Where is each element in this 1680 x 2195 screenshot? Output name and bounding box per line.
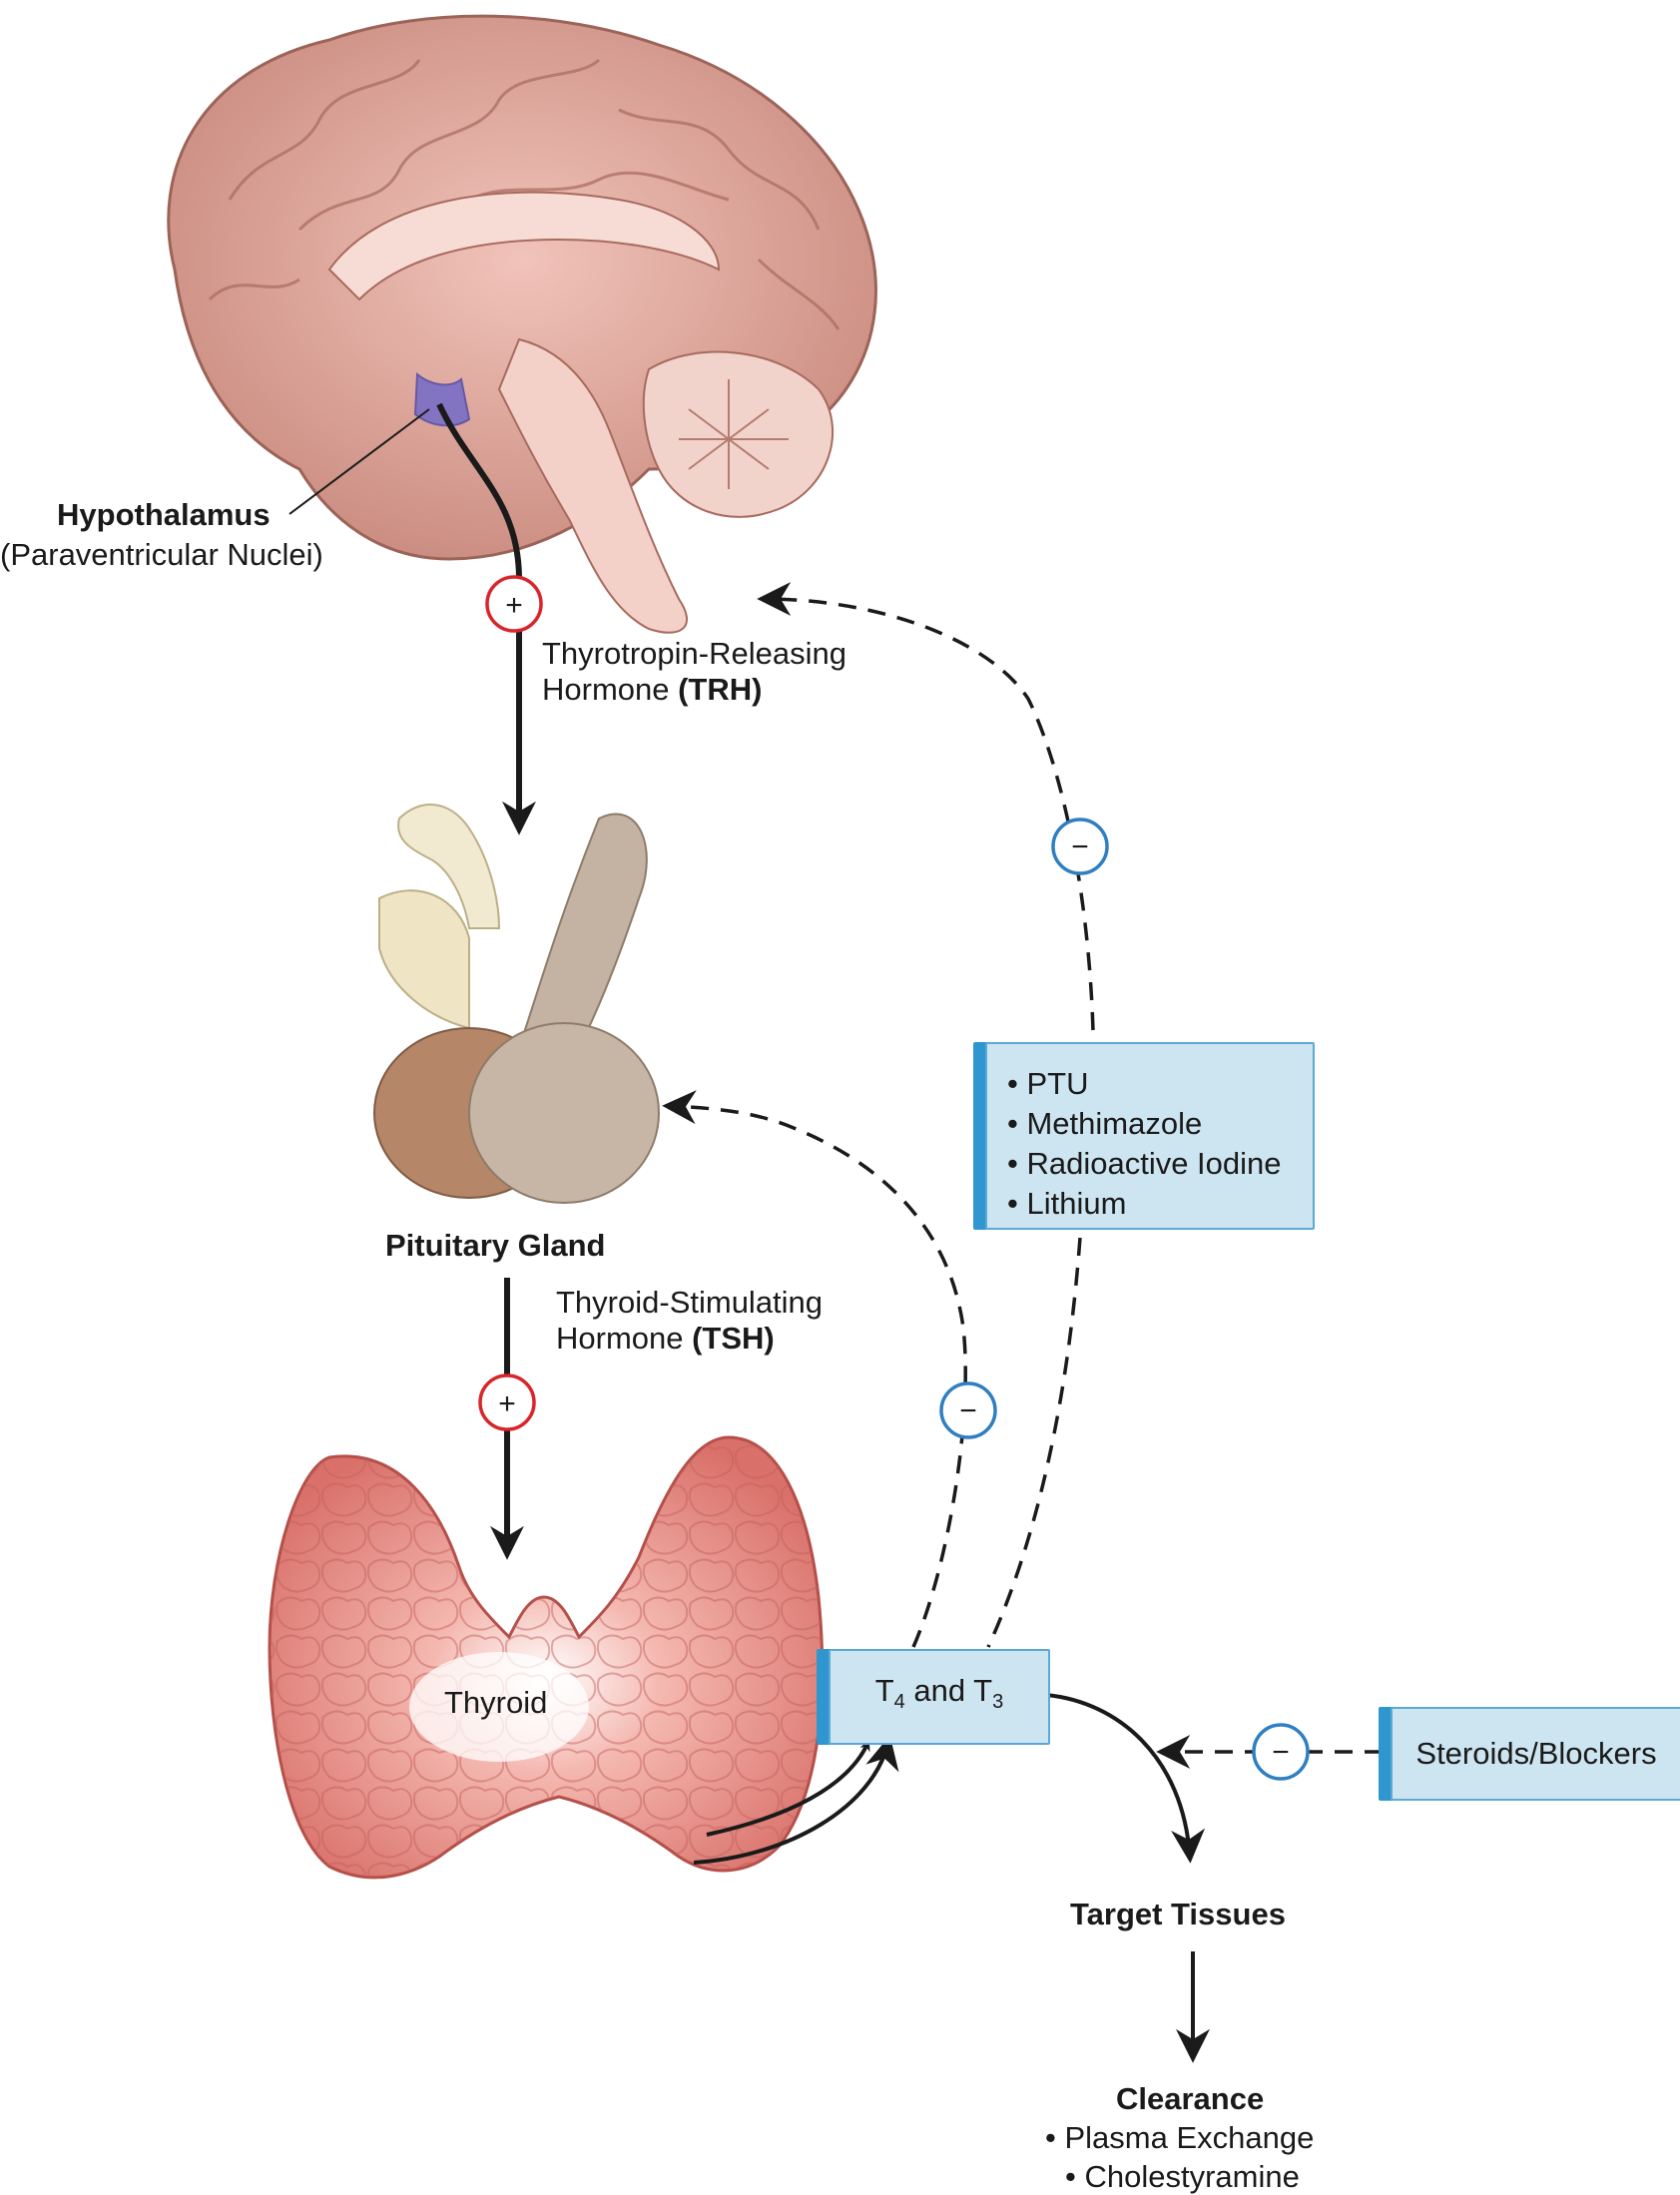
- hypothalamus-region: [413, 371, 471, 427]
- tsh-label: Thyroid-Stimulating Hormone (TSH): [556, 1285, 823, 1357]
- antithyroid-drugs-box: • PTU • Methimazole • Radioactive Iodine…: [985, 1042, 1315, 1230]
- inhibit-sign-pituitary: −: [939, 1381, 997, 1439]
- svg-text:−: −: [1272, 1736, 1290, 1769]
- clearance-title: Clearance: [1116, 2081, 1265, 2116]
- hypothalamus-label: Hypothalamus: [57, 497, 271, 532]
- trh-arrow: [436, 402, 536, 835]
- drug-item-ptu: • PTU: [1007, 1066, 1089, 1101]
- clearance-item-plasma-exchange: • Plasma Exchange: [1045, 2120, 1315, 2155]
- inhibit-sign-hypothalamus: −: [1051, 818, 1109, 875]
- trh-label: Thyrotropin-Releasing Hormone (TRH): [542, 636, 846, 708]
- inhibit-sign-steroids: −: [1252, 1723, 1310, 1781]
- drug-item-methimazole: • Methimazole: [1007, 1106, 1203, 1141]
- stimulate-sign-tsh: +: [478, 1373, 536, 1431]
- drug-item-lithium: • Lithium: [1007, 1186, 1127, 1221]
- tsh-label-line2: Hormone (TSH): [556, 1321, 775, 1356]
- tsh-label-line1: Thyroid-Stimulating: [556, 1285, 824, 1320]
- pituitary-label: Pituitary Gland: [385, 1228, 606, 1263]
- drugs-to-hormones-dash: [986, 1237, 1082, 1648]
- steroids-blockers-box: Steroids/Blockers: [1391, 1707, 1680, 1801]
- trh-label-line2: Hormone (TRH): [542, 672, 763, 707]
- hormones-to-target-arrow: [1045, 1693, 1206, 1864]
- steroids-blockers-label: Steroids/Blockers: [1415, 1736, 1657, 1771]
- t4-t3-box: T4 and T3: [829, 1649, 1050, 1745]
- thyroid-label: Thyroid: [444, 1685, 548, 1720]
- svg-text:+: +: [505, 589, 523, 622]
- thyroid-to-hormones-arrow-2: [693, 1735, 899, 1865]
- svg-text:−: −: [1071, 830, 1089, 863]
- thyroid-to-hormones-arrow-1: [706, 1739, 870, 1837]
- hypothalamus-leader-line: [288, 408, 430, 515]
- pituitary-illustration: [373, 804, 660, 1204]
- trh-label-line1: Thyrotropin-Releasing: [542, 636, 846, 671]
- feedback-to-pituitary-arrow: [662, 1090, 967, 1648]
- feedback-to-hypothalamus-arrow: [757, 582, 1095, 1031]
- clearance-item-cholestyramine: • Cholestyramine: [1065, 2159, 1300, 2194]
- svg-text:−: −: [959, 1394, 977, 1427]
- thyroid-illustration: [268, 1435, 825, 1880]
- target-tissues-label: Target Tissues: [1070, 1897, 1286, 1931]
- stimulate-sign-trh: +: [485, 575, 543, 633]
- hypothalamus-sublabel: (Paraventricular Nuclei): [0, 537, 323, 572]
- drug-item-radioactive-iodine: • Radioactive Iodine: [1007, 1146, 1282, 1181]
- pituitary-posterior-lobe: [468, 1022, 660, 1204]
- brain-illustration: [167, 14, 877, 634]
- t4-t3-label: T4 and T3: [874, 1673, 1004, 1714]
- svg-text:+: +: [498, 1387, 516, 1420]
